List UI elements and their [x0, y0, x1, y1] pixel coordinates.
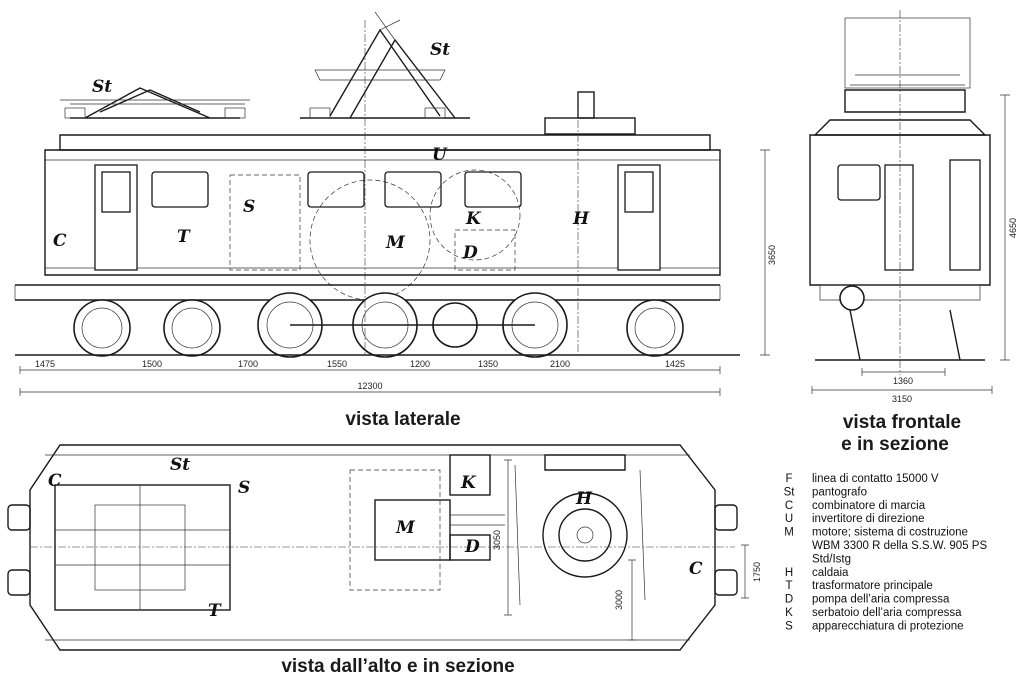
top-letter-0: C	[48, 471, 62, 491]
front-height-dimension: 4650	[1008, 218, 1018, 238]
side-letter-2: U	[432, 145, 448, 165]
side-letter-8: M	[385, 233, 406, 253]
side-pantographs	[60, 11, 470, 119]
top-letter-7: C	[689, 559, 703, 579]
legend-text-0: linea di contatto 15000 V	[812, 473, 939, 485]
legend-key-3: U	[785, 513, 793, 525]
side-dimension-0: 1475	[35, 359, 55, 369]
top-dimension-3050: 3050	[492, 530, 502, 550]
side-dimension-3: 1550	[327, 359, 347, 369]
side-letter-7: T	[177, 227, 191, 247]
top-letter-6: D	[464, 537, 480, 557]
caption-front-view-1: vista frontale	[843, 412, 961, 433]
front-width-3150: 3150	[892, 394, 912, 404]
legend-key-11: S	[785, 620, 793, 632]
legend-text-9: pompa dell’aria compressa	[812, 594, 950, 606]
legend-key-0: F	[785, 473, 792, 485]
front-width-1360: 1360	[893, 376, 913, 386]
front-view	[809, 10, 1010, 394]
legend-text-3: invertitore di direzione	[812, 513, 925, 525]
top-letter-8: T	[208, 601, 222, 621]
caption-front-view-2: e in sezione	[841, 434, 949, 455]
side-letter-6: C	[53, 231, 67, 251]
legend-key-1: St	[784, 486, 796, 498]
side-letter-0: St	[92, 77, 112, 97]
top-view	[7, 444, 749, 651]
side-dimension-2: 1700	[238, 359, 258, 369]
side-height-dimension: 3650	[767, 245, 777, 265]
legend-key-2: C	[785, 500, 793, 512]
top-letter-5: H	[575, 489, 593, 509]
top-letter-3: K	[460, 473, 477, 493]
legend-text-1: pantografo	[812, 486, 867, 498]
legend-key-4: M	[784, 527, 794, 539]
side-total-dimension: 12300	[357, 381, 382, 391]
side-dimension-6: 2100	[550, 359, 570, 369]
side-view	[14, 11, 770, 396]
caption-top-view: vista dall’alto e in sezione	[281, 656, 514, 677]
legend-text-11: apparecchiatura di protezione	[812, 620, 964, 632]
side-letter-1: St	[430, 40, 450, 60]
side-dimension-labels: 1475 1500 1700 1550 1200 1350 2100 1425	[35, 359, 685, 369]
side-dimension-5: 1350	[478, 359, 498, 369]
side-letter-9: D	[462, 243, 478, 263]
side-dimension-7: 1425	[665, 359, 685, 369]
top-dimension-1750: 1750	[752, 562, 762, 582]
top-letter-1: St	[170, 455, 190, 475]
side-letter-3: S	[243, 197, 255, 217]
legend-text-6: Std/Istg	[812, 553, 851, 565]
side-letter-4: K	[465, 209, 482, 229]
top-letter-2: S	[238, 478, 250, 498]
legend-text-2: combinatore di marcia	[812, 500, 926, 512]
legend-text-8: trasformatore principale	[812, 580, 933, 592]
side-dimension-4: 1200	[410, 359, 430, 369]
top-dimension-3000: 3000	[614, 590, 624, 610]
legend-key-9: D	[785, 594, 793, 606]
legend-key-7: H	[785, 567, 793, 579]
legend-text-7: caldaia	[812, 567, 849, 579]
side-letter-5: H	[572, 209, 590, 229]
side-dimension-1: 1500	[142, 359, 162, 369]
legend-text-5: WBM 3300 R della S.S.W. 905 PS	[812, 540, 987, 552]
legend-text-4: motore; sistema di costruzione	[812, 527, 968, 539]
legend-key-10: K	[785, 607, 793, 619]
caption-side-view: vista laterale	[345, 409, 460, 430]
legend-text-10: serbatoio dell’aria compressa	[812, 607, 962, 619]
legend-key-8: T	[785, 580, 792, 592]
top-letter-4: M	[395, 518, 416, 538]
